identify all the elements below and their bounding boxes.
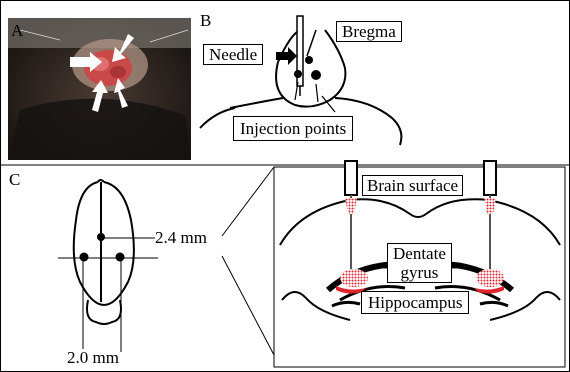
needle-arrow: [276, 47, 297, 65]
bregma-point: [305, 56, 313, 64]
ml-measure-label: 2.0 mm: [67, 349, 119, 366]
bregma-dot-c: [97, 233, 105, 241]
dentate-label-line2: gyrus: [393, 263, 446, 282]
ap-measure-label: 2.4 mm: [155, 229, 207, 246]
injection-dot-left-c: [80, 253, 89, 262]
zoom-line-top: [222, 167, 274, 236]
panel-letter-c: C: [9, 171, 20, 188]
panel-letter-a: A: [11, 22, 23, 39]
injection-site-dg-right: [476, 269, 504, 287]
zoom-line-bottom: [222, 256, 274, 355]
dentate-gyrus-label: Dentate gyrus: [387, 243, 452, 283]
hippocampus-label: Hippocampus: [361, 291, 469, 314]
needle-label: Needle: [203, 44, 263, 65]
injection-dot-right-c: [116, 253, 125, 262]
bregma-label: Bregma: [336, 21, 402, 42]
injection-site-dg-left: [340, 269, 368, 287]
photo-mouse-head: [8, 18, 191, 160]
injection-point-left: [294, 70, 302, 78]
bregma-pointer: [307, 30, 316, 56]
dentate-label-line1: Dentate: [393, 244, 446, 263]
panel-letter-b: B: [200, 12, 211, 29]
injection-pointer-right: [316, 84, 318, 102]
injection-point-right: [311, 70, 321, 80]
injection-points-label: Injection points: [233, 116, 353, 141]
brain-surface-label: Brain surface: [362, 175, 463, 196]
